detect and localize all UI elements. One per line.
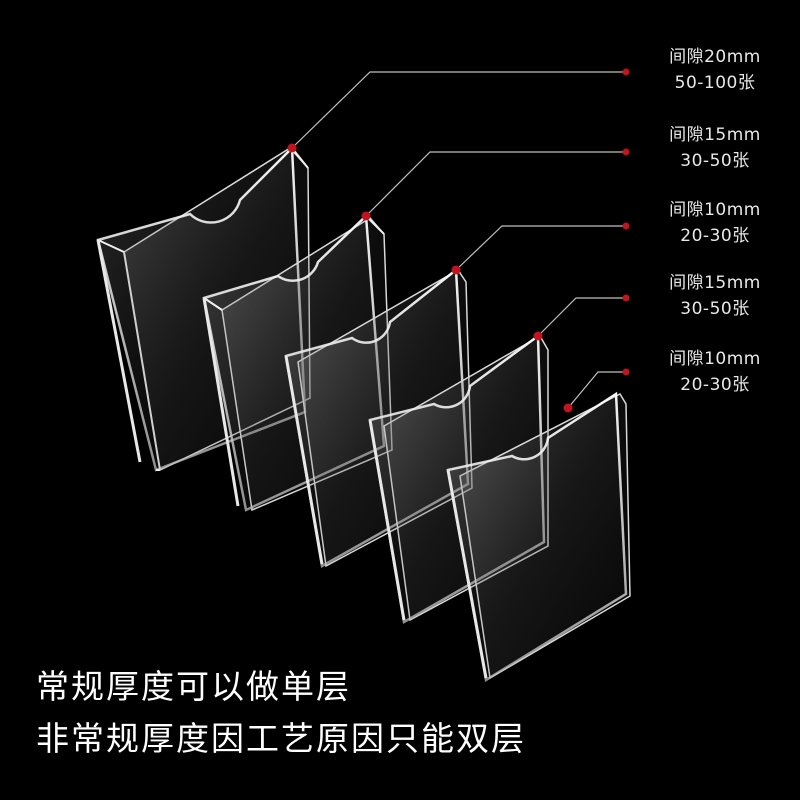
caption-double-layer: 非常规厚度因工艺原因只能双层 (36, 719, 526, 758)
spec-gap: 间隙20mm (669, 47, 761, 67)
leader-dot-5b (622, 368, 630, 376)
leader-dot-4b (622, 294, 630, 302)
leader-dot-3a (451, 265, 461, 275)
leader-dot-1b (622, 68, 630, 76)
leader-line-4 (537, 297, 626, 337)
leader-dots (287, 68, 630, 413)
leader-dot-3b (622, 222, 630, 230)
spec-gap: 间隙10mm (669, 200, 761, 220)
spec-label-5: 间隙10mm 20-30张 (640, 346, 790, 398)
spec-capacity: 20-30张 (680, 226, 750, 246)
leader-line-1 (291, 71, 626, 149)
spec-capacity: 50-100张 (674, 73, 756, 93)
spec-capacity: 30-50张 (680, 151, 750, 171)
caption-single-layer: 常规厚度可以做单层 (36, 667, 351, 706)
spec-gap: 间隙10mm (669, 349, 761, 369)
acrylic-holder-5 (446, 391, 631, 683)
leader-dot-5a (563, 403, 573, 413)
spec-capacity: 30-50张 (680, 299, 750, 319)
spec-gap: 间隙15mm (669, 125, 761, 145)
leader-lines (291, 71, 626, 409)
spec-label-1: 间隙20mm 50-100张 (640, 44, 790, 96)
spec-label-2: 间隙15mm 30-50张 (640, 122, 790, 174)
spec-label-4: 间隙15mm 30-50张 (640, 270, 790, 322)
leader-line-3 (455, 225, 626, 271)
leader-dot-2b (622, 148, 630, 156)
leader-line-5 (567, 371, 626, 409)
leader-line-2 (365, 151, 626, 217)
spec-gap: 间隙15mm (669, 273, 761, 293)
spec-capacity: 20-30张 (680, 375, 750, 395)
leader-dot-2a (361, 211, 371, 221)
leader-dot-1a (287, 143, 297, 153)
leader-dot-4a (533, 331, 543, 341)
spec-label-3: 间隙10mm 20-30张 (640, 197, 790, 249)
